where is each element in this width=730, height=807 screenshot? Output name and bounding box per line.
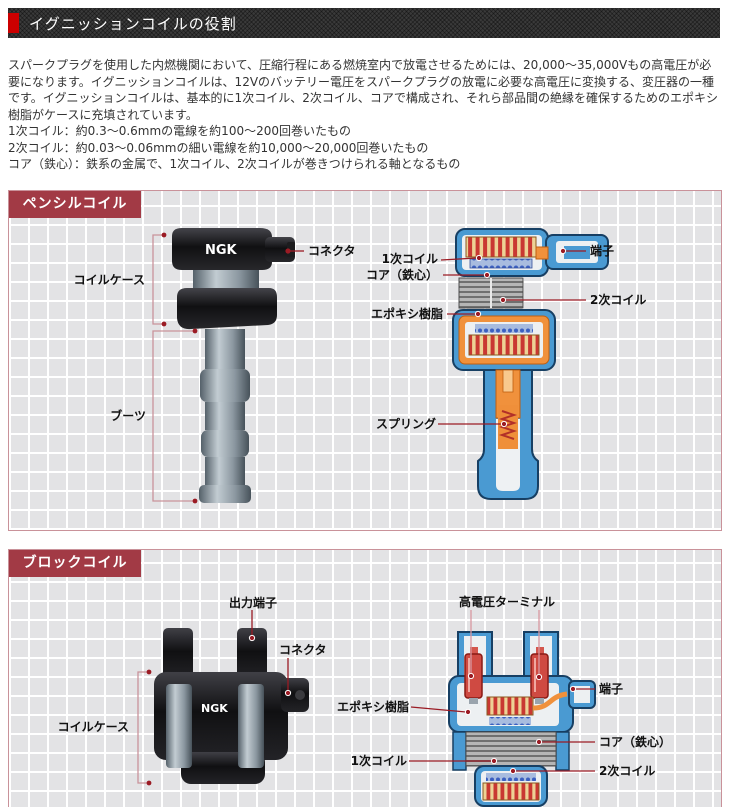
block-coil-photo: NGK: [154, 627, 309, 784]
label-core: コア（鉄心）: [599, 734, 672, 749]
label-boots: ブーツ: [110, 408, 146, 423]
pencil-coil-section: NGK: [8, 189, 722, 531]
intro-block: スパークプラグを使用した内燃機関において、圧縮行程にある燃焼室内で放電させるため…: [8, 57, 722, 173]
block-leader-dots: [146, 634, 577, 785]
block-coil-section: NGK: [8, 548, 722, 807]
label-epoxy-resin: エポキシ樹脂: [370, 306, 443, 321]
page-title: イグニッションコイルの役割: [29, 14, 237, 33]
definition-primary-coil: 1次コイル：約0.3～0.6mmの電線を約100～200回巻いたもの: [8, 124, 351, 138]
definition-secondary-coil: 2次コイル：約0.03～0.06mmの細い電線を約10,000～20,000回巻…: [8, 140, 429, 155]
label-terminal: 端子: [590, 243, 615, 258]
label-hv-terminal: 高電圧ターミナル: [459, 594, 556, 609]
label-secondary-coil: 2次コイル: [590, 292, 647, 307]
page-title-bar: イグニッションコイルの役割: [8, 8, 720, 38]
ngk-logo: NGK: [201, 702, 228, 715]
label-core: コア（鉄心）: [365, 267, 438, 282]
pencil-leader-dots: [161, 232, 567, 503]
label-connector: コネクタ: [308, 243, 356, 258]
pencil-leader-lines: [152, 233, 586, 502]
block-coil-diagram: NGK: [137, 609, 596, 807]
label-primary-coil: 1次コイル: [350, 753, 407, 768]
label-primary-coil: 1次コイル: [381, 251, 438, 266]
label-epoxy-resin: エポキシ樹脂: [336, 699, 409, 714]
intro-text: スパークプラグを使用した内燃機関において、圧縮行程にある燃焼室内で放電させるため…: [8, 58, 718, 122]
block-coil-cross-section: [448, 630, 596, 807]
label-output-terminal: 出力端子: [229, 595, 278, 610]
label-connector: コネクタ: [279, 642, 327, 657]
definition-core: コア（鉄心）：鉄系の金属で、1次コイル、2次コイルが巻きつけられる軸となるもの: [8, 157, 461, 171]
section-title-block-coil: ブロックコイル: [9, 549, 141, 577]
pencil-coil-photo: NGK: [172, 227, 295, 503]
label-secondary-coil: 2次コイル: [599, 763, 656, 778]
title-accent-mark: [8, 13, 19, 33]
block-leader-lines: [137, 609, 595, 784]
section-title-pencil-coil: ペンシルコイル: [9, 190, 141, 218]
label-terminal: 端子: [599, 681, 624, 696]
label-coil-case: コイルケース: [57, 719, 129, 734]
label-coil-case: コイルケース: [73, 272, 145, 287]
label-spring: スプリング: [375, 416, 436, 431]
spring-coil-drawing: [498, 409, 518, 440]
pencil-coil-cross-section: [452, 227, 609, 500]
ngk-logo: NGK: [205, 243, 238, 258]
pencil-coil-diagram: NGK: [152, 227, 609, 503]
